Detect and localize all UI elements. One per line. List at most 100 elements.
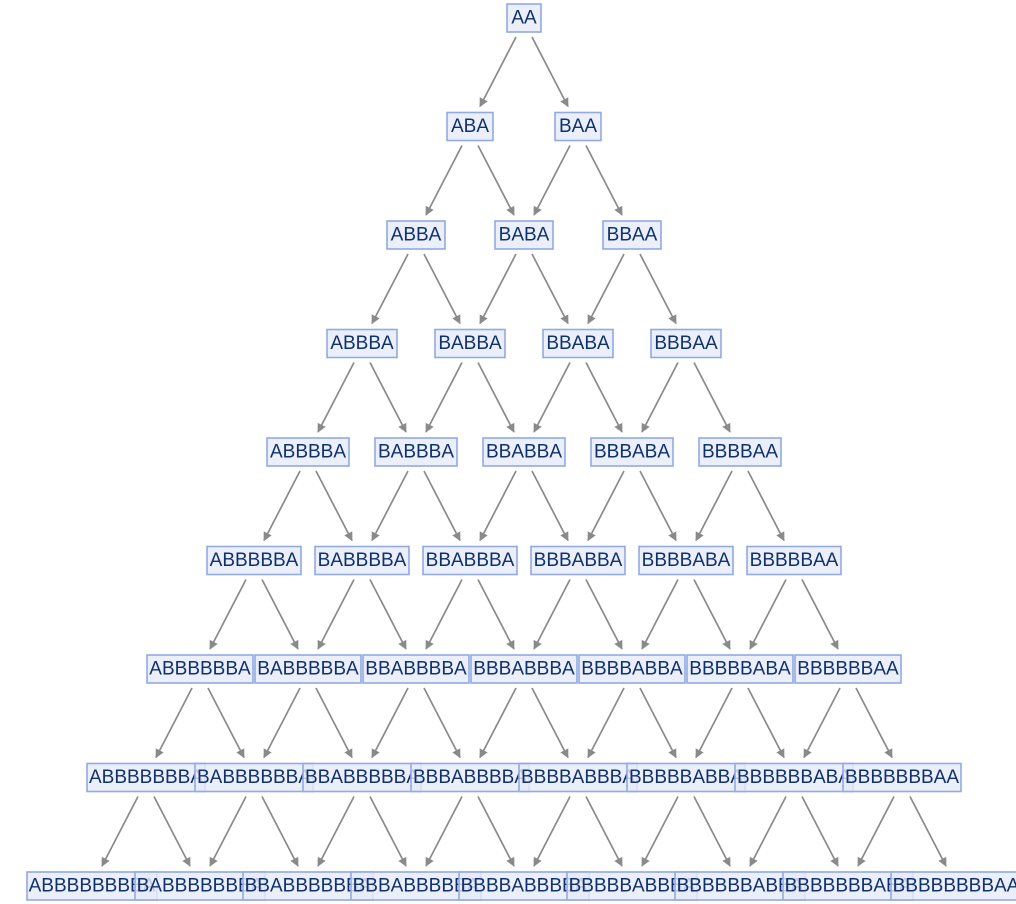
graph-node[interactable]: ABBBBBBBBA	[26, 871, 158, 901]
graph-node[interactable]: BBBBBABBA	[626, 762, 746, 793]
graph-node[interactable]: BABBA	[434, 328, 506, 359]
node-label: BBABBA	[486, 442, 562, 463]
node-box	[578, 654, 686, 684]
graph-node[interactable]: BBBAA	[650, 328, 722, 359]
node-box	[434, 328, 506, 359]
node-box	[794, 654, 902, 684]
graph-node[interactable]: BBBABBBA	[470, 654, 578, 684]
edge-arrow	[641, 362, 679, 433]
graph-node[interactable]: BBBABBBBA	[410, 762, 530, 793]
edge-arrow	[425, 145, 463, 216]
graph-node[interactable]: ABBBBBBA	[146, 654, 254, 684]
graph-node[interactable]: BBABBBBBA	[302, 762, 422, 793]
graph-node[interactable]: ABBBBBBBA	[86, 762, 206, 793]
node-label: BBBBBABA	[689, 659, 791, 680]
graph-node[interactable]: BABA	[494, 220, 554, 250]
edge-arrow	[585, 145, 623, 216]
graph-node[interactable]: BAA	[554, 111, 602, 142]
graph-node[interactable]: BBBABBA	[530, 545, 626, 576]
node-box	[386, 220, 446, 250]
graph-node[interactable]: BBBBBBABA	[734, 762, 854, 793]
graph-node[interactable]: BBABBBBA	[362, 654, 470, 684]
node-box	[326, 328, 398, 359]
edges	[101, 36, 947, 867]
node-box	[494, 220, 554, 250]
node-box	[686, 654, 794, 684]
edge-arrow	[477, 796, 515, 867]
node-label: BBBBBBAA	[797, 659, 899, 680]
edge-arrow	[801, 579, 839, 650]
graph-node[interactable]: BABBBBBBA	[194, 762, 314, 793]
graph-node[interactable]: BBBABBBBBA	[350, 871, 482, 901]
graph-node[interactable]: BBBBBBAA	[794, 654, 902, 684]
graph-node[interactable]: ABBA	[386, 220, 446, 250]
edge-arrow	[533, 362, 571, 433]
graph-node[interactable]: BABBBBBA	[254, 654, 362, 684]
edge-arrow	[857, 796, 895, 867]
graph-node[interactable]: BBBBBBBAA	[842, 762, 962, 793]
graph-node[interactable]: AA	[506, 3, 542, 33]
edge-arrow	[317, 579, 355, 650]
graph-node[interactable]: ABBBBBA	[206, 545, 302, 576]
edge-arrow	[371, 687, 409, 759]
graph-node[interactable]: ABBBBA	[266, 437, 350, 467]
graph-node[interactable]: BBBABA	[590, 437, 674, 467]
graph-node[interactable]: BBABBA	[482, 437, 566, 467]
edge-arrow	[369, 579, 407, 650]
graph-node[interactable]: BBBBABBBBA	[458, 871, 590, 901]
node-label: AA	[511, 8, 537, 29]
edge-arrow	[371, 253, 409, 325]
edge-arrow	[209, 579, 247, 650]
edge-arrow	[479, 253, 517, 325]
node-box	[206, 545, 302, 576]
graph-node[interactable]: BBAA	[602, 220, 662, 250]
edge-arrow	[639, 253, 677, 325]
node-box	[506, 3, 542, 33]
node-label: BABBBBBBA	[197, 767, 311, 788]
graph-node[interactable]: BABBBA	[374, 437, 458, 467]
node-label: BBABBBBBBA	[245, 876, 372, 897]
node-box	[254, 654, 362, 684]
edge-arrow	[315, 470, 353, 542]
edge-arrow	[533, 796, 571, 867]
edge-arrow	[371, 470, 409, 542]
graph-node[interactable]: BBBBABBA	[578, 654, 686, 684]
edge-arrow	[425, 796, 463, 867]
edge-arrow	[693, 362, 731, 433]
graph-node[interactable]: BBABBBA	[422, 545, 518, 576]
graph-node[interactable]: BBBBABBBA	[518, 762, 638, 793]
graph-node[interactable]: BBBBBBBBAA	[890, 871, 1016, 901]
edge-arrow	[533, 579, 571, 650]
edge-arrow	[585, 579, 623, 650]
graph-node[interactable]: ABBBA	[326, 328, 398, 359]
node-label: BBBABA	[594, 442, 670, 463]
edge-arrow	[693, 796, 731, 867]
node-label: ABBBBBBA	[149, 659, 251, 680]
node-label: BBAA	[607, 225, 658, 246]
edge-arrow	[695, 687, 733, 759]
edge-arrow	[531, 687, 569, 759]
edge-arrow	[423, 253, 461, 325]
node-label: ABBA	[391, 225, 442, 246]
graph-node[interactable]: BABBBBA	[314, 545, 410, 576]
graph-node[interactable]: BBBBABA	[638, 545, 734, 576]
edge-arrow	[261, 796, 299, 867]
edge-arrow	[587, 470, 625, 542]
node-label: BABBA	[438, 333, 502, 354]
edge-arrow	[317, 362, 355, 433]
graph-node[interactable]: BBABA	[542, 328, 614, 359]
graph-node[interactable]: BBBBAA	[698, 437, 782, 467]
graph-node[interactable]: BBBBBABA	[686, 654, 794, 684]
edge-arrow	[477, 362, 515, 433]
node-box	[626, 762, 746, 793]
edge-arrow	[101, 796, 139, 867]
edge-arrow	[317, 796, 355, 867]
edge-arrow	[263, 470, 301, 542]
node-box	[602, 220, 662, 250]
graph-node[interactable]: BBBBBAA	[746, 545, 842, 576]
edge-arrow	[639, 687, 677, 759]
node-label: ABBBA	[330, 333, 394, 354]
graph-node[interactable]: ABA	[446, 111, 494, 142]
node-box	[314, 545, 410, 576]
